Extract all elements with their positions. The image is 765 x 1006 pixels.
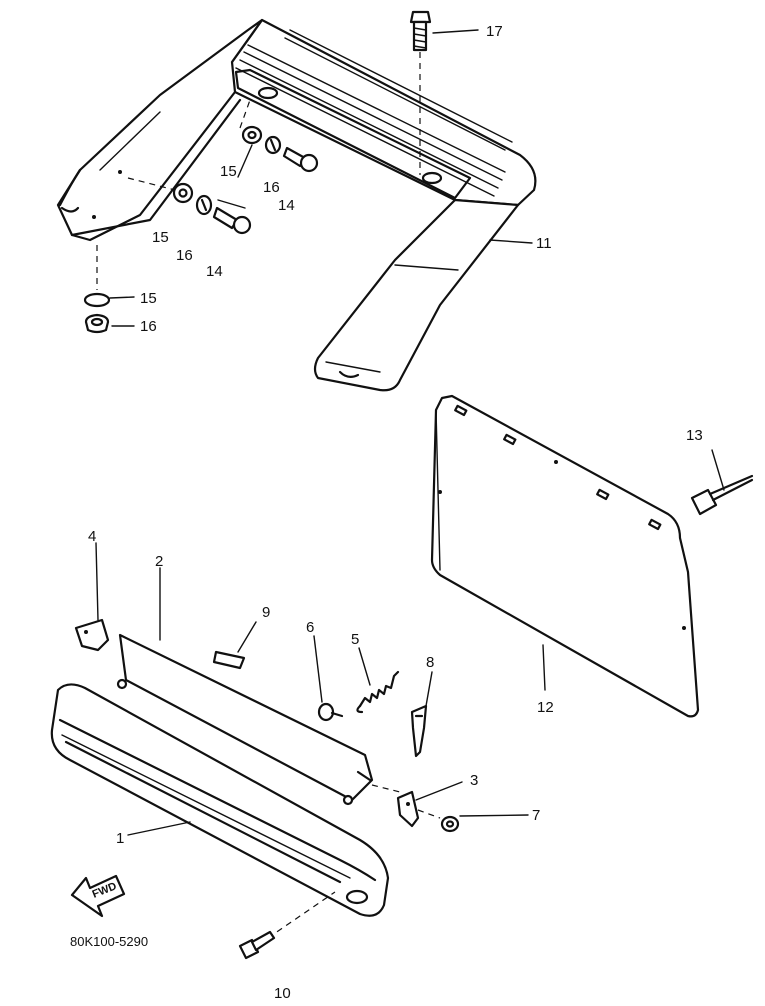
callout-15-upper: 15 <box>220 163 237 180</box>
callout-12: 12 <box>537 699 554 716</box>
bolt-part-6 <box>317 702 344 722</box>
hardware-middle <box>127 177 252 235</box>
pin-part-13 <box>690 474 754 516</box>
callout-2: 2 <box>155 553 163 570</box>
callout-8: 8 <box>426 654 434 671</box>
hardware-lower <box>83 245 111 334</box>
callout-9: 9 <box>262 604 270 621</box>
callout-5: 5 <box>351 631 359 648</box>
bracket-part-4 <box>74 618 110 652</box>
callout-11: 11 <box>536 235 552 252</box>
bolt-part-17 <box>409 10 432 175</box>
callout-16-middle: 16 <box>176 247 193 264</box>
spring-part-5 <box>356 670 400 714</box>
nut-part-7 <box>440 815 460 833</box>
callout-14-upper: 14 <box>278 197 295 214</box>
callout-4: 4 <box>88 528 96 545</box>
callout-7: 7 <box>532 807 540 824</box>
bracket-part-3 <box>396 790 441 828</box>
figure-code: 80K100-5290 <box>70 934 148 949</box>
callout-15-lower: 15 <box>140 290 157 307</box>
bumper-part-1 <box>50 683 390 917</box>
mud-flap-part-12 <box>430 394 700 718</box>
label-part-9 <box>212 650 246 670</box>
hardware-upper <box>239 99 319 173</box>
forward-direction-arrow: FWD <box>70 874 126 918</box>
callout-16-upper: 16 <box>263 179 280 196</box>
callout-3: 3 <box>470 772 478 789</box>
callout-10: 10 <box>274 985 291 1002</box>
callout-16-lower: 16 <box>140 318 157 335</box>
key-part-8 <box>410 704 428 758</box>
callout-6: 6 <box>306 619 314 636</box>
callout-1: 1 <box>116 830 124 847</box>
bolt-part-10 <box>238 891 336 960</box>
callout-numbers: 17 11 15 16 14 15 16 14 15 16 13 4 2 9 6… <box>88 23 703 1002</box>
callout-15-middle: 15 <box>152 229 169 246</box>
plate-part-2 <box>116 633 401 806</box>
rear-carrier-part-11 <box>56 18 537 392</box>
leader-lines <box>95 29 725 836</box>
callout-14-middle: 14 <box>206 263 223 280</box>
callout-17: 17 <box>486 23 503 40</box>
callout-13: 13 <box>686 427 703 444</box>
